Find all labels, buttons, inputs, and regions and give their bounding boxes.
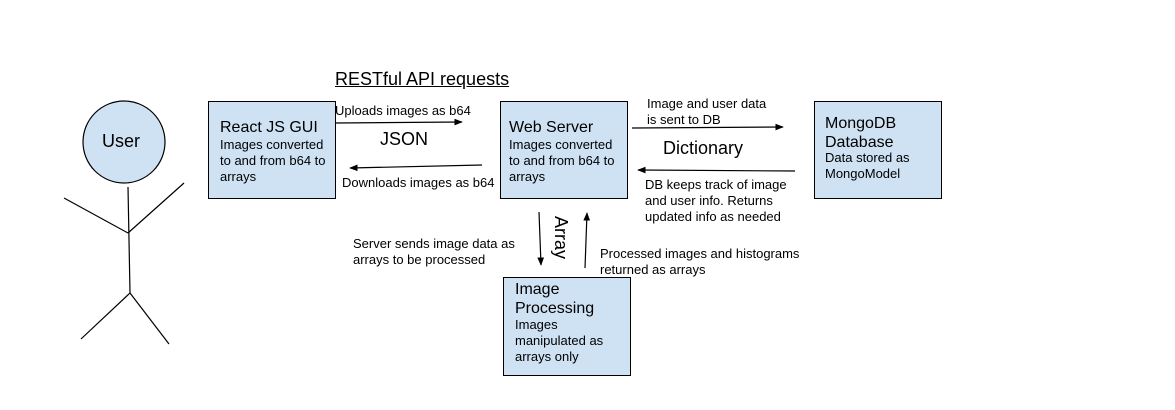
user-left-arm: [63, 197, 129, 234]
mongodb-title: MongoDB Database: [825, 115, 897, 151]
from-processing-arrow: [583, 212, 591, 269]
image-processing-title: Image Processing: [515, 281, 595, 317]
array-label: Array: [551, 216, 571, 260]
to-db-arrow: [631, 123, 784, 131]
user-label: User: [102, 131, 141, 151]
react-gui-box: React JS GUI Images converted to and fro…: [208, 101, 336, 199]
user-left-leg: [80, 292, 131, 340]
downloads-arrow: [349, 164, 483, 172]
diagram-title: RESTful API requests: [335, 69, 510, 89]
web-server-title: Web Server: [509, 119, 594, 136]
mongodb-box: MongoDB Database Data stored as MongoMod…: [814, 101, 942, 199]
user-right-arm: [127, 182, 185, 234]
user-body: [127, 186, 131, 294]
server-sends-label: Server sends image data as arrays to be …: [353, 236, 515, 267]
to-processing-arrow: [537, 211, 545, 266]
user-right-leg: [129, 292, 170, 345]
stick-figure: [63, 100, 185, 345]
mongodb-desc: Data stored as MongoModel: [825, 150, 910, 181]
image-processing-desc: Images manipulated as arrays only: [515, 317, 604, 364]
image-processing-box: Image Processing Images manipulated as a…: [503, 277, 631, 376]
uploads-arrow: [335, 118, 463, 126]
web-server-desc: Images converted to and from b64 to arra…: [509, 137, 615, 184]
to-db-label: Image and user data is sent to DB: [647, 96, 767, 127]
from-db-arrow: [637, 166, 796, 174]
db-tracks-label: DB keeps track of image and user info. R…: [645, 177, 787, 224]
web-server-box: Web Server Images converted to and from …: [500, 101, 628, 199]
react-gui-title: React JS GUI: [220, 119, 318, 136]
uploads-label: Uploads images as b64: [335, 103, 471, 118]
user-head: [82, 100, 166, 184]
react-gui-desc: Images converted to and from b64 to arra…: [220, 137, 326, 184]
downloads-label: Downloads images as b64: [342, 175, 495, 190]
returned-label: Processed images and histograms returned…: [600, 246, 800, 277]
json-label: JSON: [380, 129, 429, 149]
dictionary-label: Dictionary: [663, 138, 744, 158]
